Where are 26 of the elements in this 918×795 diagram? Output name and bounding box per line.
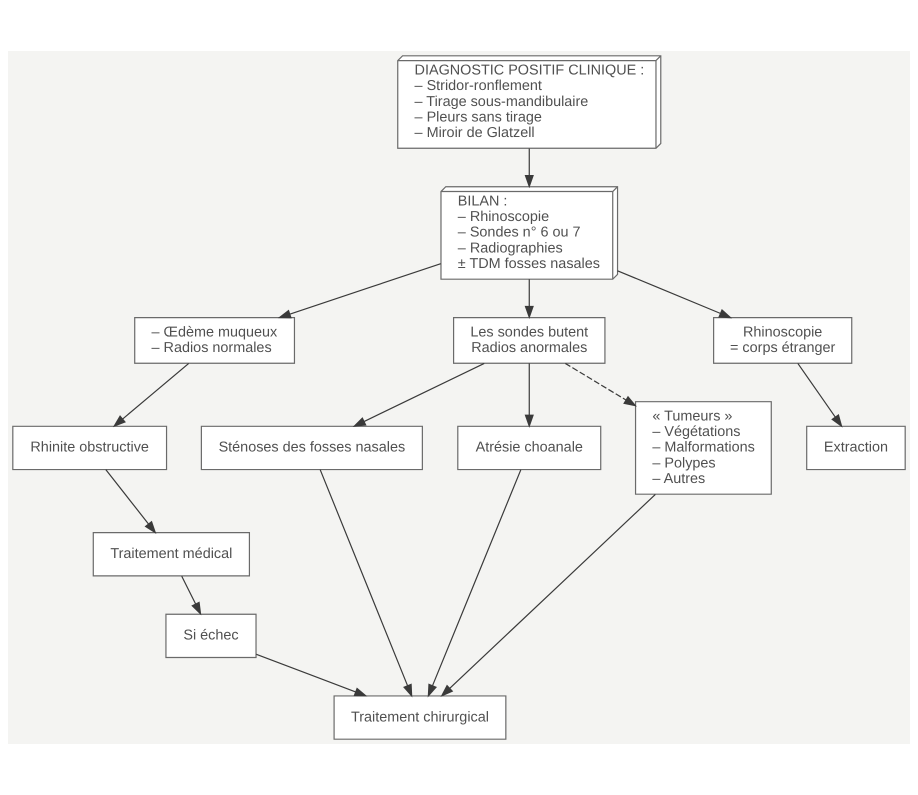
- arrow: [181, 576, 202, 616]
- node-box: – Œdème muqueux – Radios normales: [134, 317, 296, 364]
- arrow: [112, 362, 190, 428]
- arrow: [278, 263, 441, 318]
- arrow: [524, 279, 534, 320]
- arrow: [797, 363, 843, 428]
- node-box: Rhinite obstructive: [12, 426, 168, 470]
- arrow: [565, 362, 637, 407]
- node-box: Extraction: [806, 426, 906, 470]
- arrow: [524, 363, 534, 428]
- arrow: [524, 148, 534, 188]
- arrow: [428, 469, 522, 698]
- node-box: Sténoses des fosses nasales: [200, 426, 423, 470]
- arrow: [440, 494, 656, 698]
- node-box: Rhinoscopie = corps étranger: [713, 317, 852, 364]
- node-box: Si échec: [165, 614, 257, 658]
- node-box: Traitement médical: [92, 532, 250, 576]
- node-box: Traitement chirurgical: [333, 695, 506, 740]
- node-box: Atrésie choanale: [457, 426, 602, 470]
- arrow: [617, 270, 732, 318]
- node-box: Les sondes butent Radios anormales: [453, 317, 606, 364]
- node-box: « Tumeurs » – Végétations – Malformations – Polypes – Autres: [634, 401, 772, 495]
- arrow: [256, 654, 368, 696]
- arrow: [352, 362, 484, 428]
- arrow: [105, 469, 156, 534]
- arrow: [320, 469, 412, 698]
